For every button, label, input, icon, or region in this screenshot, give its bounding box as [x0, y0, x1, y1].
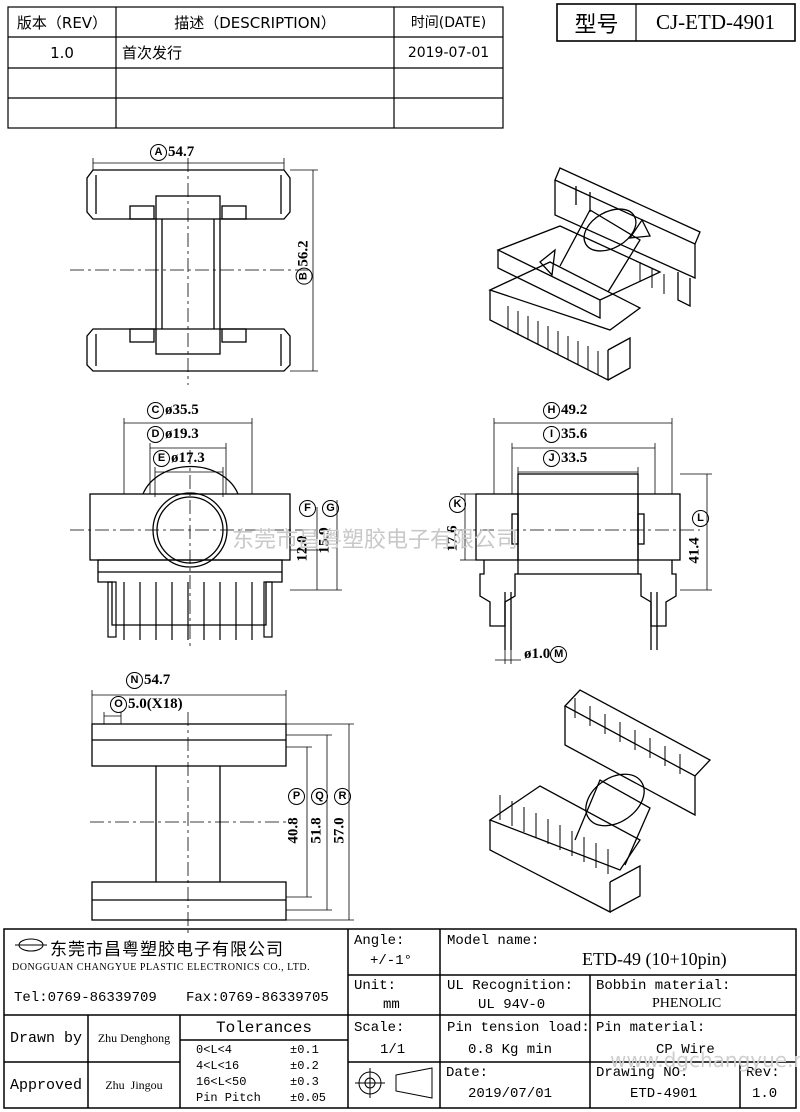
top-view: [86, 169, 291, 372]
dimension-g-marker: G: [322, 500, 340, 518]
ul-value: UL 94V-0: [478, 997, 546, 1013]
drawn-by-name: Zhu Denghong: [97, 1031, 171, 1045]
isometric-view-top-pins: [507, 262, 665, 375]
drawn-by-label: Drawn by: [9, 1030, 82, 1047]
company-name-cn: 东莞市昌粤塑胶电子有限公司: [50, 940, 284, 960]
model-box-frame: [556, 3, 796, 42]
approved-name: Zhu Jingou: [105, 1077, 163, 1092]
dimension-l: 41.4: [686, 537, 703, 564]
isometric-view-bottom-pins: [499, 698, 681, 874]
revision-row-rev: 1.0: [50, 43, 74, 62]
approved-label: Approved: [9, 1076, 82, 1094]
pin-material-value: CP Wire: [656, 1042, 715, 1058]
watermark-text: 东莞市昌粤塑胶电子有限公司: [232, 528, 519, 553]
tolerance-range: 4<L<16: [196, 1059, 240, 1073]
scale-value: 1/1: [380, 1042, 406, 1058]
dimension-p-marker: P: [288, 788, 306, 806]
company-logo: [15, 938, 47, 952]
bottom-view: [91, 723, 287, 921]
company-fax: Fax:0769-86339705: [186, 990, 329, 1006]
ul-label: UL Recognition:: [447, 978, 574, 994]
revision-row-date: 2019-07-01: [407, 44, 490, 61]
company-tel: Tel:0769-86339709: [14, 990, 157, 1006]
dimension-k-marker: K: [449, 496, 467, 514]
dimension-q-marker: Q: [311, 788, 329, 806]
angle-label: Angle:: [354, 933, 405, 949]
revision-header-rev: 版本（REV）: [16, 13, 108, 32]
angle-value: +/-1°: [370, 953, 413, 969]
pin-tension-value: 0.8 Kg min: [468, 1042, 553, 1058]
tolerance-value: ±0.05: [290, 1091, 327, 1105]
revision-header-date: 时间(DATE): [410, 15, 487, 31]
dimension-q: 51.8: [308, 817, 325, 844]
pin-material-label: Pin material:: [596, 1020, 706, 1036]
model-name-label: Model name:: [447, 933, 540, 949]
unit-value: mm: [383, 997, 400, 1013]
model-box-value: CJ-ETD-4901: [656, 10, 775, 34]
tolerance-range: 16<L<50: [196, 1075, 247, 1089]
dimension-f-marker: F: [299, 500, 317, 518]
date-label: Date:: [446, 1065, 489, 1081]
drawing-no-value: ETD-4901: [630, 1086, 698, 1102]
dimension-p: 40.8: [285, 817, 302, 844]
rev-label: Rev:: [746, 1065, 780, 1081]
rev-value: 1.0: [752, 1086, 778, 1102]
company-name-en: DONGGUAN CHANGYUE PLASTIC ELECTRONICS CO…: [12, 962, 311, 973]
tolerance-range: Pin Pitch: [196, 1091, 261, 1105]
tolerance-ranges: 0<L<4 4<L<16 16<L<50 Pin Pitch: [196, 1042, 261, 1106]
tolerance-value: ±0.1: [290, 1043, 319, 1057]
tolerance-value: ±0.3: [290, 1075, 319, 1089]
isometric-view-top: [488, 167, 701, 382]
dimension-b: B56.2: [296, 240, 313, 285]
tolerances-title: Tolerances: [215, 1018, 312, 1037]
date-value: 2019/07/01: [468, 1086, 553, 1102]
tolerance-values: ±0.1 ±0.2 ±0.3 ±0.05: [290, 1042, 326, 1106]
model-name-value: ETD-49 (10+10pin): [582, 949, 727, 969]
dimension-r: 57.0: [331, 817, 348, 844]
scale-label: Scale:: [354, 1020, 405, 1036]
bobbin-material-label: Bobbin material:: [596, 978, 731, 994]
front-view-pins: [107, 581, 273, 640]
model-box-label: 型号: [574, 12, 619, 38]
drawing-no-label: Drawing NO:: [596, 1065, 689, 1081]
dimension-l-marker: L: [692, 510, 710, 528]
tolerance-range: 0<L<4: [196, 1043, 233, 1057]
title-block-frame: [3, 928, 797, 1109]
revision-header-desc: 描述（DESCRIPTION）: [174, 13, 336, 32]
website-watermark: www.dgchangyue.net: [610, 1048, 800, 1072]
projection-symbol: [355, 1067, 433, 1099]
bobbin-material-value: PHENOLIC: [652, 996, 722, 1011]
unit-label: Unit:: [354, 978, 397, 994]
revision-row-desc: 首次发行: [122, 44, 183, 62]
side-view: [475, 473, 681, 650]
tolerance-value: ±0.2: [290, 1059, 319, 1073]
isometric-view-bottom: [488, 689, 712, 914]
pin-tension-label: Pin tension load:: [447, 1020, 590, 1036]
dimension-r-marker: R: [334, 788, 352, 806]
